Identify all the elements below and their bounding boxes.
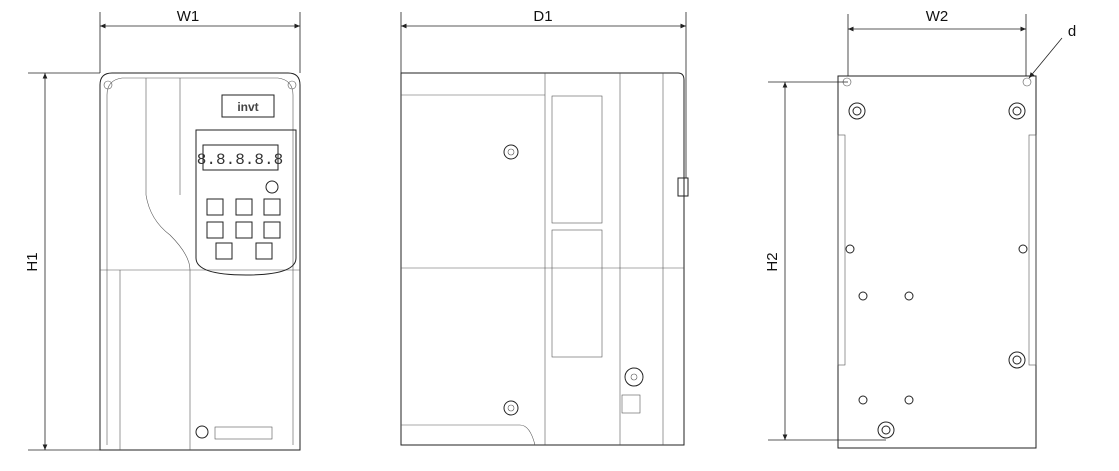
d-label: d bbox=[1068, 23, 1076, 40]
back-view bbox=[837, 75, 1037, 449]
side-view bbox=[400, 72, 689, 446]
d1-label: D1 bbox=[533, 8, 552, 25]
w2-label: W2 bbox=[926, 8, 949, 25]
potentiometer-knob[interactable] bbox=[265, 180, 279, 194]
keypad-panel bbox=[195, 129, 297, 276]
h2-label: H2 bbox=[764, 252, 781, 271]
keypad-buttons[interactable] bbox=[206, 198, 281, 260]
w1-label: W1 bbox=[177, 8, 200, 25]
brand-logo-box bbox=[221, 94, 275, 118]
brand-logo: invt bbox=[237, 100, 258, 114]
display-digits: 8.8.8.8.8 bbox=[197, 151, 283, 169]
h1-label: H1 bbox=[24, 252, 41, 271]
front-view: invt 8.8.8.8.8 bbox=[99, 72, 301, 451]
led-display bbox=[202, 144, 279, 171]
